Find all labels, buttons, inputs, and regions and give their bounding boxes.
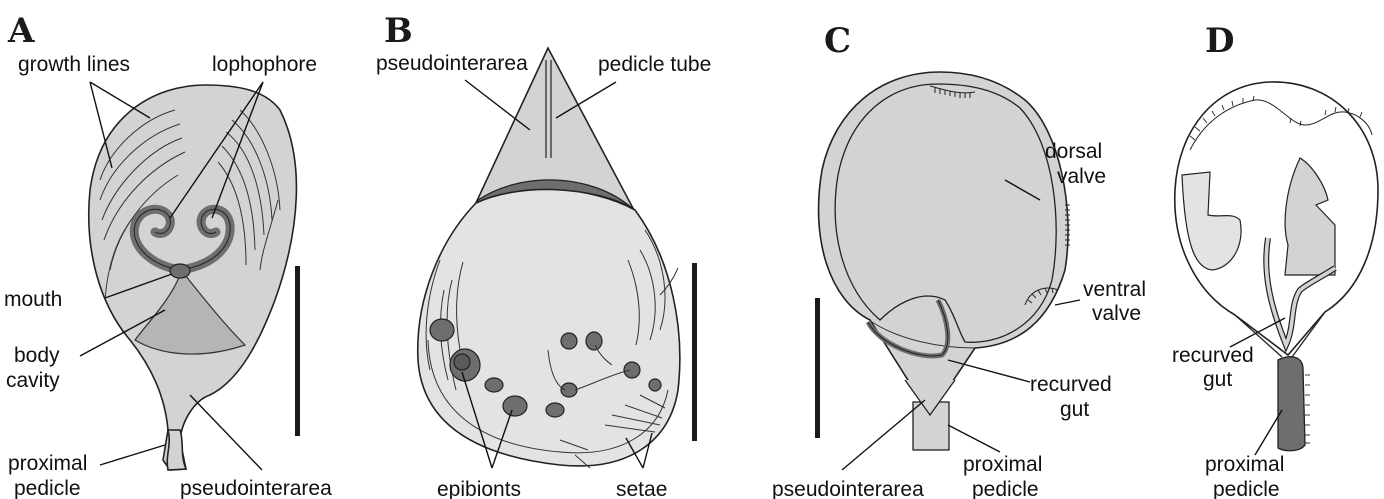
panel-c: C xyxy=(772,21,1146,499)
panel-a: A xyxy=(4,11,332,499)
panel-c-label-pseudointerarea: pseudointerarea xyxy=(772,478,924,499)
panel-c-label-ventral-valve-1: ventral xyxy=(1083,278,1146,301)
panel-d: D recu xyxy=(1172,21,1378,499)
panel-c-label-ventral-valve-2: valve xyxy=(1092,302,1141,325)
panel-c-label-proximal-pedicle-2: pedicle xyxy=(972,478,1039,499)
panel-d-label-recurved-gut-2: gut xyxy=(1203,368,1232,391)
panel-c-label-dorsal-valve-2: valve xyxy=(1057,165,1106,188)
panel-b-scale-bar xyxy=(692,263,697,441)
panel-a-mouth xyxy=(170,264,190,278)
panel-b: B xyxy=(376,11,711,499)
panel-a-proximal-pedicle xyxy=(167,430,186,470)
panel-a-label-growth-lines: growth lines xyxy=(18,53,130,76)
panel-a-label-proximal-pedicle-1: proximal xyxy=(8,452,87,475)
panel-b-label-pseudointerarea: pseudointerarea xyxy=(376,52,528,75)
panel-d-label-recurved-gut-1: recurved xyxy=(1172,344,1254,367)
panel-a-shell xyxy=(89,85,297,470)
panel-d-proximal-pedicle xyxy=(1278,357,1305,451)
panel-d-letter: D xyxy=(1205,21,1234,61)
panel-a-letter: A xyxy=(7,11,35,51)
panel-a-label-proximal-pedicle-2: pedicle xyxy=(14,477,81,499)
panel-c-label-recurved-gut-2: gut xyxy=(1060,398,1089,421)
panel-d-label-proximal-pedicle-1: proximal xyxy=(1205,453,1284,476)
panel-a-label-lophophore: lophophore xyxy=(212,53,317,76)
panel-c-scale-bar xyxy=(815,298,820,438)
panel-b-label-epibionts: epibionts xyxy=(437,478,521,499)
panel-c-label-proximal-pedicle-1: proximal xyxy=(963,453,1042,476)
panel-c-label-recurved-gut-1: recurved xyxy=(1030,373,1112,396)
panel-a-label-body-cavity-1: body xyxy=(14,344,60,367)
panel-a-label-body-cavity-2: cavity xyxy=(6,369,60,392)
panel-b-letter: B xyxy=(384,11,413,51)
panel-c-letter: C xyxy=(824,21,851,61)
panel-d-label-proximal-pedicle-2: pedicle xyxy=(1213,478,1280,499)
panel-b-label-setae: setae xyxy=(616,478,667,499)
panel-a-label-mouth: mouth xyxy=(4,288,62,311)
panel-a-scale-bar xyxy=(295,266,300,436)
panel-a-label-pseudointerarea: pseudointerarea xyxy=(180,477,332,499)
panel-b-label-pedicle-tube: pedicle tube xyxy=(598,53,711,76)
panel-c-label-dorsal-valve-1: dorsal xyxy=(1045,140,1102,163)
